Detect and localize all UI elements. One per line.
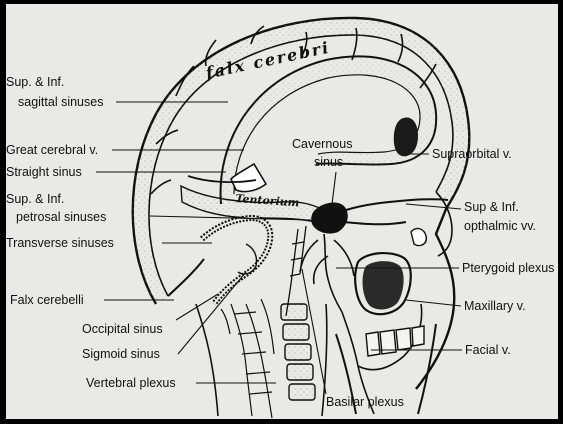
label-petrosal-sinuses-line1: Sup. & Inf. [6,192,64,206]
label-maxillary-vein: Maxillary v. [464,299,526,313]
label-sigmoid-sinus: Sigmoid sinus [82,347,160,361]
label-supraorbital-vein: Supraorbital v. [432,147,512,161]
anatomy-diagram: falx cerebri Tentorium Sup. & Inf. sagit… [6,4,558,419]
label-cavernous-sinus-line1: Cavernous [292,137,352,151]
label-occipital-sinus: Occipital sinus [82,322,163,336]
label-pterygoid-plexus: Pterygoid plexus [462,261,554,275]
label-falx-cerebelli: Falx cerebelli [10,293,84,307]
label-straight-sinus: Straight sinus [6,165,82,179]
label-vertebral-plexus: Vertebral plexus [86,376,176,390]
label-sagittal-sinuses-line2: sagittal sinuses [18,95,103,109]
falx-cerebelli-shape [168,259,204,296]
ophthalmic-veins [344,199,448,224]
label-ophthalmic-veins-line2: opthalmic vv. [464,219,536,233]
vertebral-column [281,304,315,400]
vertebral-plexus [221,299,274,418]
label-sagittal-sinuses-line1: Sup. & Inf. [6,75,64,89]
basilar-plexus [286,226,306,316]
label-facial-vein: Facial v. [465,343,511,357]
label-petrosal-sinuses-line2: petrosal sinuses [16,210,106,224]
teeth [366,326,424,356]
label-great-cerebral-vein: Great cerebral v. [6,143,98,157]
label-ophthalmic-veins-line1: Sup & Inf. [464,200,519,214]
label-transverse-sinuses: Transverse sinuses [6,236,114,250]
label-basilar-plexus: Basilar plexus [326,395,404,409]
label-cavernous-sinus-line2: sinus [314,155,343,169]
